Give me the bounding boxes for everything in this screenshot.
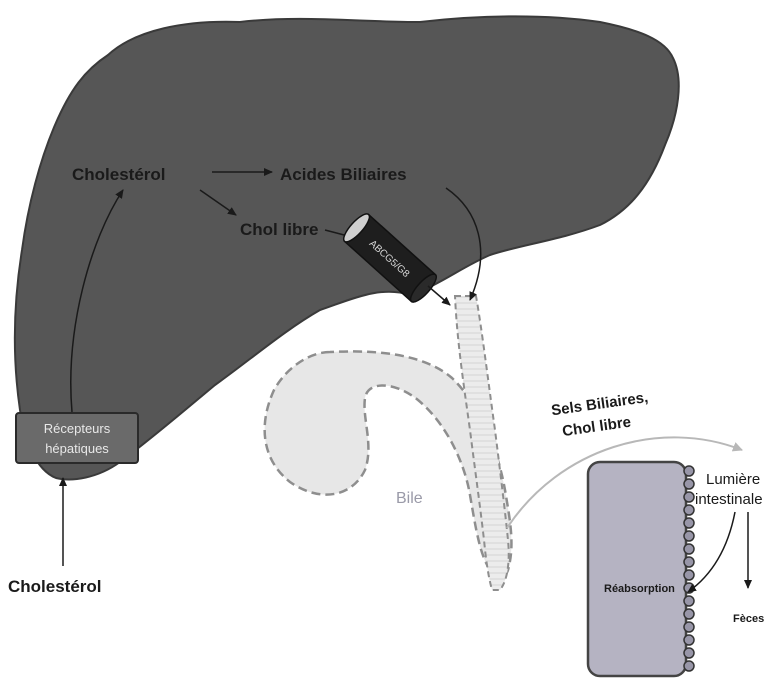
receptors-label-line1: Récepteurs xyxy=(44,421,111,436)
arrow-lumen-to-reabsorption xyxy=(688,512,735,592)
bile-salts-line1: Sels Biliaires, xyxy=(550,389,649,419)
cholesterol-liver-label: Cholestérol xyxy=(72,165,166,184)
arrow-transporter-to-duct xyxy=(428,286,450,305)
cholesterol-blood-label: Cholestérol xyxy=(8,577,102,596)
receptors-label-line2: hépatiques xyxy=(45,441,109,456)
feces-label: Fèces xyxy=(733,613,764,625)
reabsorption-label: Réabsorption xyxy=(604,583,675,595)
bile-acids-label: Acides Biliaires xyxy=(280,165,407,184)
bile-salts-label: Sels Biliaires, Chol libre xyxy=(550,389,652,441)
lumen-label-line1: Lumière xyxy=(706,471,760,488)
lumen-label-line2: intestinale xyxy=(695,491,763,508)
bile-salts-line2: Chol libre xyxy=(561,414,632,440)
intestinal-cell xyxy=(588,462,686,676)
bile-label: Bile xyxy=(396,490,423,507)
free-chol-label: Chol libre xyxy=(240,220,318,239)
